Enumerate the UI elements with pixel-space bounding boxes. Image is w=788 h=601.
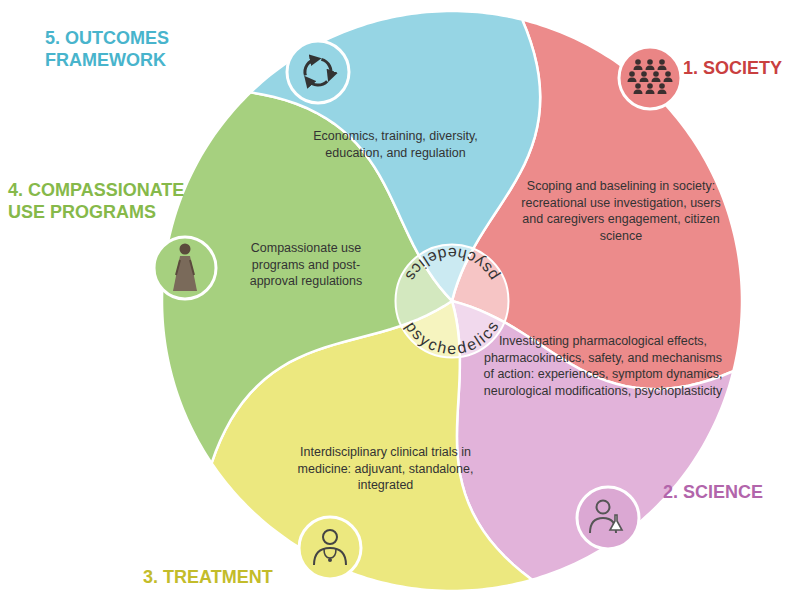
hub-circle: psychedelicspsychedelics [394, 243, 510, 359]
section-description: Compassionate use programs and post-appr… [232, 240, 380, 290]
treatment-icon [323, 530, 337, 544]
compassion-icon [154, 237, 216, 299]
society-icon [619, 47, 681, 109]
treatment-icon [299, 517, 361, 579]
cycle-icon [287, 41, 349, 103]
treatment-icon [314, 548, 346, 565]
section-description: Scoping and baselining in society: recre… [515, 178, 727, 244]
section-description: Investigating pharmacological effects, p… [478, 333, 728, 399]
society-icon [646, 83, 655, 94]
society-icon [619, 47, 681, 109]
compassion-icon [154, 237, 216, 299]
compassion-icon [176, 260, 194, 275]
science-icon [590, 518, 616, 533]
society-icon [628, 59, 673, 94]
compassion-icon [180, 244, 191, 255]
section-description: Interdisciplinary clinical trials in med… [283, 444, 488, 494]
society-icon [640, 71, 649, 82]
society-icon [634, 59, 643, 70]
hub-outline [396, 245, 509, 358]
society-icon [646, 59, 655, 70]
science-icon [577, 487, 639, 549]
science-icon [577, 487, 639, 549]
society-icon [664, 71, 673, 82]
cycle-icon [305, 59, 316, 75]
sector-segment: 2. SCIENCEInvestigating pharmacological … [452, 301, 734, 580]
cycle-icon [308, 80, 327, 85]
society-icon [658, 83, 667, 94]
society-icon [652, 71, 661, 82]
section-heading: 3. TREATMENT [143, 566, 293, 588]
segment-outline [251, 11, 541, 301]
society-icon [634, 83, 643, 94]
treatment-icon [299, 517, 361, 579]
society-icon [658, 59, 667, 70]
section-description: Economics, training, diversity, educatio… [288, 128, 503, 161]
treatment-icon [328, 558, 332, 562]
treatment-icon [324, 549, 336, 558]
section-heading: 4. COMPASSIONATE USE PROGRAMS [8, 179, 223, 223]
science-icon [610, 515, 622, 530]
section-heading: 2. SCIENCE [663, 481, 785, 503]
glyph: e [447, 341, 456, 357]
section-heading: 1. SOCIETY [683, 57, 788, 79]
science-icon [597, 501, 610, 514]
segment-outline [452, 301, 733, 580]
cycle-icon [305, 59, 331, 85]
society-icon [628, 71, 637, 82]
cycle-icon [287, 41, 349, 103]
section-heading: 5. OUTCOMES FRAMEWORK [45, 27, 215, 71]
glyph: e [448, 245, 457, 261]
compassion-icon [173, 256, 197, 291]
sector-segment: 5. OUTCOMES FRAMEWORKEconomics, training… [250, 11, 541, 301]
cycle-icon [321, 59, 331, 76]
